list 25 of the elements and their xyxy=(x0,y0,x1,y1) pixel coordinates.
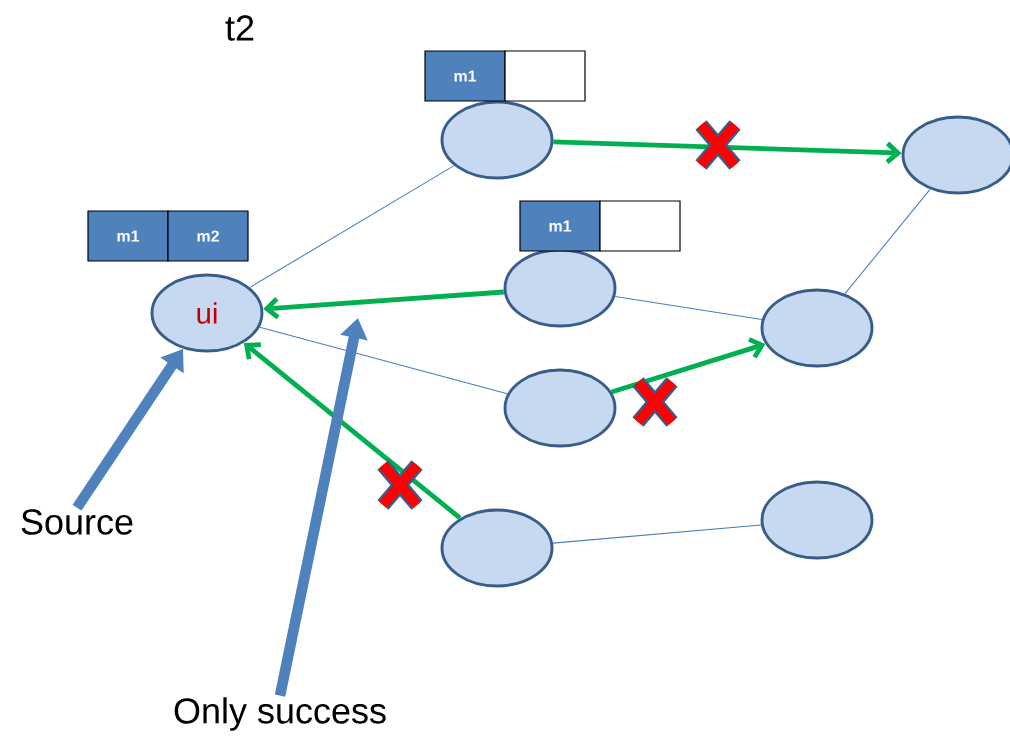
arrow xyxy=(610,337,766,395)
connector-line xyxy=(844,188,931,295)
text-label: Source xyxy=(21,509,133,535)
message-cell: m1 xyxy=(87,210,169,262)
ellipse-node xyxy=(440,100,554,180)
ellipse-node xyxy=(901,115,1010,195)
arrow xyxy=(263,289,504,320)
message-cell: m1 xyxy=(424,50,506,102)
ellipse-node: ui xyxy=(150,273,264,353)
arrow xyxy=(243,342,462,520)
ellipse-node xyxy=(760,480,874,560)
connector-line xyxy=(259,326,508,395)
text-label: Only success xyxy=(174,697,386,731)
ellipse-node xyxy=(503,368,617,448)
ellipse-node xyxy=(440,508,554,588)
message-cell: m2 xyxy=(167,210,249,262)
message-cell xyxy=(599,200,681,252)
ellipse-node xyxy=(760,288,874,368)
connector-line xyxy=(614,296,763,320)
connector-line xyxy=(552,524,762,544)
connector-line xyxy=(249,165,455,288)
heading-label: t2 xyxy=(225,15,254,41)
message-cell xyxy=(504,50,586,102)
arrow xyxy=(553,139,902,164)
message-cell: m1 xyxy=(519,200,601,252)
